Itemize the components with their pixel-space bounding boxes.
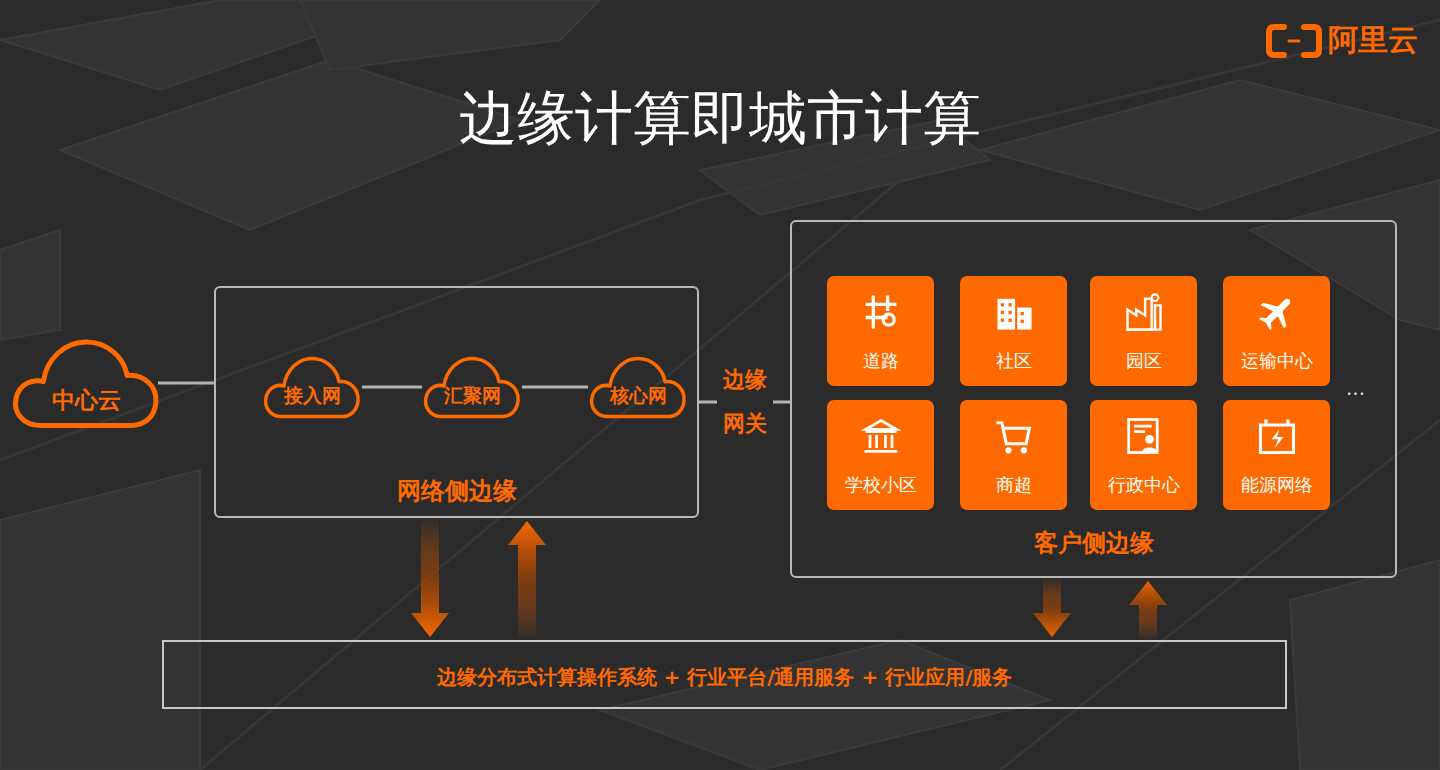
node-label: 核心网 — [588, 384, 688, 407]
core-net-cloud: 核心网 — [588, 350, 688, 424]
region-heading: 客户侧边缘 — [792, 529, 1395, 558]
aggregation-net-cloud: 汇聚网 — [422, 350, 522, 424]
node-label: 社区 — [960, 350, 1067, 372]
road-tile: 道路 — [827, 276, 934, 386]
block-arrow — [1033, 578, 1071, 637]
block-arrow — [411, 518, 449, 637]
node-label: 行政中心 — [1090, 474, 1197, 496]
community-tile: 社区 — [960, 276, 1067, 386]
tile-icon — [992, 414, 1036, 458]
tile-icon — [1122, 414, 1166, 458]
node-label: 中心云 — [10, 387, 162, 415]
park-tile: 园区 — [1090, 276, 1197, 386]
city-roads — [0, 20, 1440, 770]
block-arrow — [508, 521, 546, 640]
access-net-cloud: 接入网 — [262, 350, 362, 424]
ellipsis-mark: ... — [1346, 376, 1365, 400]
platform-band: 边缘分布式计算操作系统 + 行业平台/通用服务 + 行业应用/服务 — [162, 640, 1287, 709]
connector — [1129, 581, 1167, 640]
block-arrow — [1129, 581, 1167, 640]
tile-icon — [1255, 414, 1299, 458]
node-label: 商超 — [960, 474, 1067, 496]
connector — [1033, 578, 1071, 637]
connector — [411, 518, 449, 637]
connector — [508, 521, 546, 640]
connector — [522, 387, 588, 388]
tile-icon — [859, 414, 903, 458]
customer-edge-region: 客户侧边缘 道路 社区 园区 运输中心学校小区 商超 行政中心 能源网络 — [790, 220, 1397, 578]
connector — [158, 383, 214, 384]
network-edge-region: 网络侧边缘 接入网 汇聚网 核心网 — [214, 286, 699, 518]
brand-name: 阿里云 — [1328, 20, 1418, 61]
tile-icon — [859, 290, 903, 334]
cloud-outline — [10, 330, 162, 436]
connector-line — [522, 386, 588, 389]
admin-center-tile: 行政中心 — [1090, 400, 1197, 510]
tile-icon — [992, 290, 1036, 334]
title-text: 边缘计算即城市计算 — [0, 78, 1440, 158]
node-label: 学校小区 — [827, 474, 934, 496]
energy-network-tile: 能源网络 — [1223, 400, 1330, 510]
node-label: 能源网络 — [1223, 474, 1330, 496]
edge-label: 边缘 网关 — [717, 358, 773, 446]
node-label: 运输中心 — [1223, 350, 1330, 372]
region-heading: 网络侧边缘 — [216, 477, 697, 506]
node-label: 汇聚网 — [422, 384, 522, 407]
node-label: 道路 — [827, 350, 934, 372]
central-cloud: 中心云 — [10, 330, 162, 436]
node-label: 边缘分布式计算操作系统 + 行业平台/通用服务 + 行业应用/服务 — [164, 665, 1285, 689]
school-tile: 学校小区 — [827, 400, 934, 510]
connector — [362, 387, 422, 388]
node-label: 接入网 — [262, 384, 362, 407]
tile-icon — [1122, 290, 1166, 334]
supermarket-tile: 商超 — [960, 400, 1067, 510]
logo-icon — [1269, 27, 1319, 55]
tile-icon — [1255, 290, 1299, 334]
connector-line — [362, 386, 422, 389]
connector-line — [158, 382, 214, 385]
transport-hub-tile: 运输中心 — [1223, 276, 1330, 386]
node-label: 园区 — [1090, 350, 1197, 372]
